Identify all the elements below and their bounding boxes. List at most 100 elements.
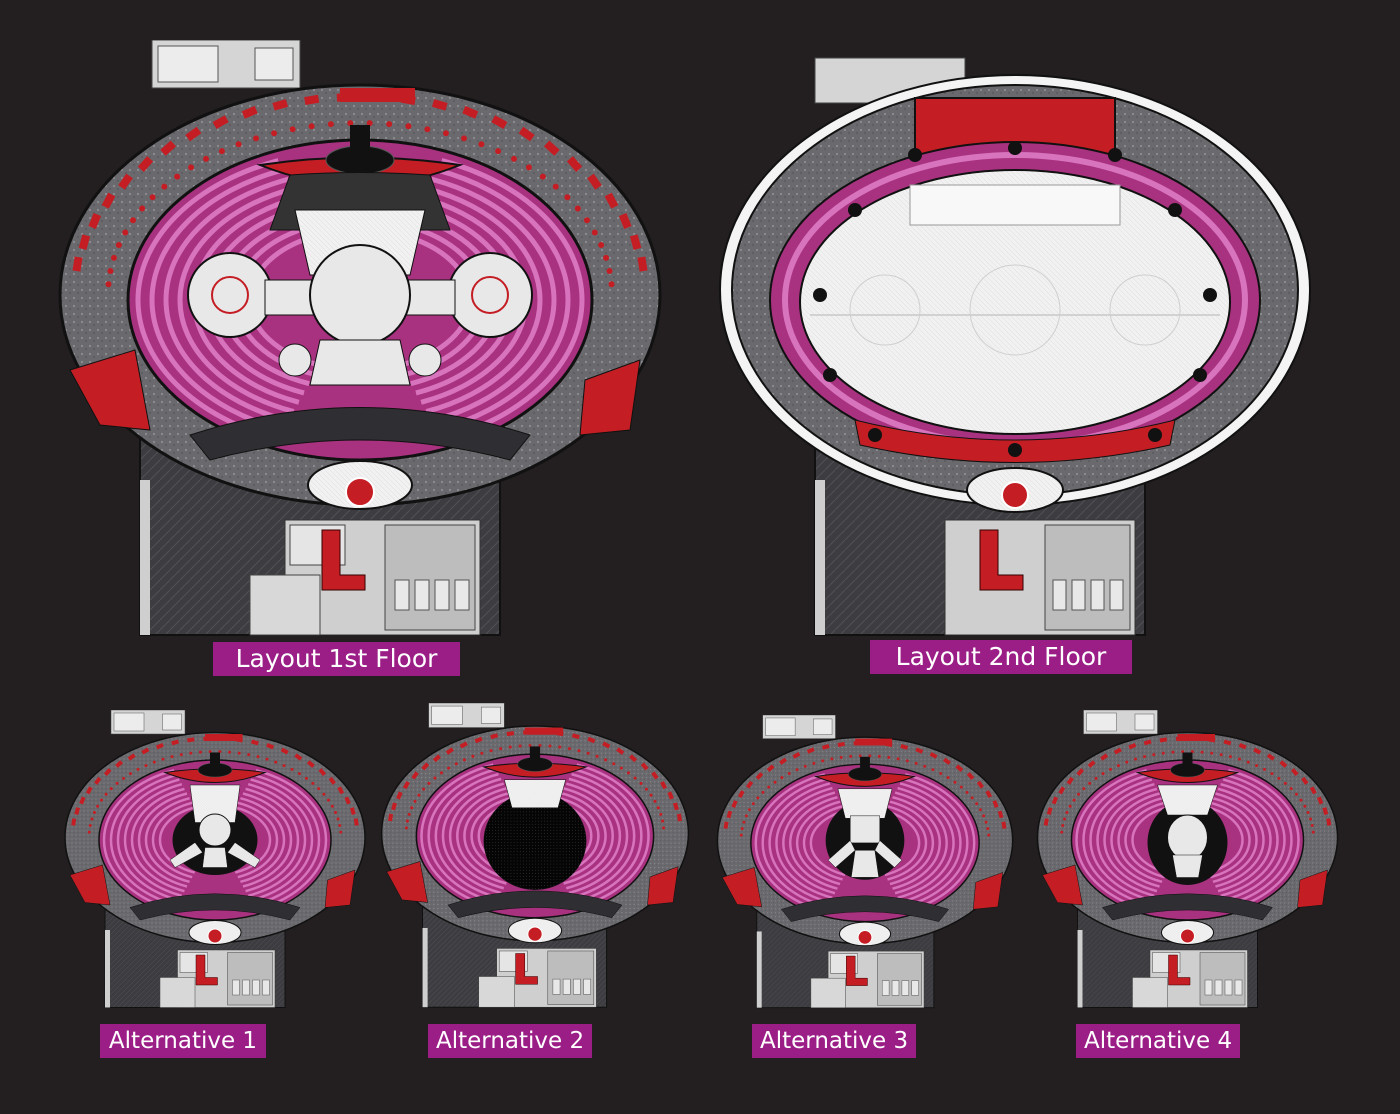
facade-strip — [140, 480, 150, 635]
seat-row-right — [884, 809, 921, 877]
seat-row-left — [1096, 783, 1155, 897]
ring-seat — [1210, 751, 1214, 755]
ring-seat — [149, 194, 156, 201]
seat-row-right — [435, 167, 571, 433]
ring-bench — [79, 796, 86, 805]
stage-right-ring — [471, 276, 509, 314]
ring-bench — [1253, 747, 1262, 755]
plan-alternative-2 — [380, 703, 690, 1008]
ring-seat — [1219, 753, 1223, 757]
ring-bench — [1113, 747, 1122, 755]
ring-bench — [74, 807, 81, 815]
seat-row-left — [1082, 773, 1150, 907]
ring-bench — [432, 754, 441, 763]
ring-seat — [887, 755, 891, 759]
ring-seat — [136, 767, 140, 771]
ring-seat — [604, 758, 608, 762]
ring-seat — [317, 787, 321, 791]
seat-row-left — [456, 787, 507, 885]
ring-seat — [740, 827, 744, 831]
seat-row-left — [137, 792, 188, 888]
ring-seat — [422, 787, 426, 791]
stage-center — [1167, 814, 1208, 861]
seat-row-right — [250, 778, 314, 902]
column — [908, 148, 922, 162]
ring-seat — [528, 743, 532, 748]
ring-bench — [280, 747, 289, 755]
ring-seat — [495, 148, 502, 155]
ring-bench — [306, 760, 315, 768]
side-room-left — [721, 867, 762, 908]
ring-seat — [174, 173, 181, 180]
ring-seat — [139, 205, 146, 212]
column — [1168, 203, 1182, 217]
seat-row-right — [576, 763, 650, 909]
ring-bench — [992, 800, 999, 808]
column — [813, 288, 827, 302]
seat-row-right — [245, 787, 300, 893]
top-lift — [254, 47, 294, 81]
ring-bench — [506, 730, 515, 737]
ring-seat — [338, 823, 342, 827]
column — [1148, 428, 1162, 442]
stage-steps — [309, 339, 411, 386]
lobby-fountain — [1001, 481, 1029, 509]
ring-seat — [253, 135, 260, 142]
ring-seat — [107, 267, 114, 274]
ring-seat — [659, 812, 663, 816]
ring-seat — [970, 796, 974, 800]
toilet-stall — [911, 980, 919, 996]
ring-seat — [608, 281, 615, 288]
seat-row-left — [420, 763, 494, 909]
ring-bench — [187, 737, 195, 743]
ring-seat — [739, 833, 743, 837]
seat-row-right — [897, 786, 955, 899]
seat-row-left — [775, 786, 833, 899]
label-layout-2nd-floor: Layout 2nd Floor — [870, 640, 1132, 674]
ring-seat — [979, 808, 982, 812]
seat-row-left — [163, 176, 290, 424]
stage-upper — [837, 788, 893, 819]
stage-column — [529, 746, 541, 762]
ring-seat — [460, 135, 467, 142]
ring-bench — [353, 818, 359, 826]
stage-column — [350, 125, 370, 155]
ring-seat — [1200, 750, 1204, 754]
seat-row-left — [463, 791, 510, 880]
ring-seat — [289, 126, 296, 133]
ring-bench — [651, 771, 659, 780]
stage-right-disc — [447, 252, 533, 338]
ring-seat — [548, 744, 552, 748]
ring-seat — [330, 804, 334, 808]
side-room-right — [324, 869, 356, 908]
ring-bench — [1159, 737, 1168, 743]
side-room-right — [1297, 869, 1328, 908]
ring-seat — [228, 750, 232, 754]
ring-bench — [71, 818, 77, 826]
seat-row-left — [1131, 806, 1168, 874]
toilet-stall — [1071, 579, 1086, 611]
stage-left-ring — [211, 276, 249, 314]
ring-bench — [94, 776, 102, 785]
toilet-stall — [573, 978, 581, 995]
toilet-stall — [232, 979, 240, 996]
stage-small-right — [408, 343, 442, 377]
ring-bench — [985, 790, 993, 799]
ring-bench — [821, 744, 830, 750]
ring-bench — [103, 768, 112, 776]
facade-strip — [1077, 930, 1083, 1008]
ring-seat — [161, 183, 168, 190]
ring-bench — [602, 741, 611, 749]
ring-seat — [914, 761, 918, 765]
ring-bench — [755, 772, 764, 780]
stage-arm-right — [874, 840, 903, 868]
ring-bench — [118, 173, 133, 190]
ring-seat — [90, 817, 94, 821]
ring-seat — [366, 120, 373, 127]
ring-seat — [247, 753, 251, 757]
ring-seat — [1294, 792, 1298, 796]
ring-seat — [748, 808, 751, 812]
ring-seat — [189, 751, 193, 755]
top-red-bar — [855, 738, 893, 746]
ring-seat — [931, 768, 935, 772]
